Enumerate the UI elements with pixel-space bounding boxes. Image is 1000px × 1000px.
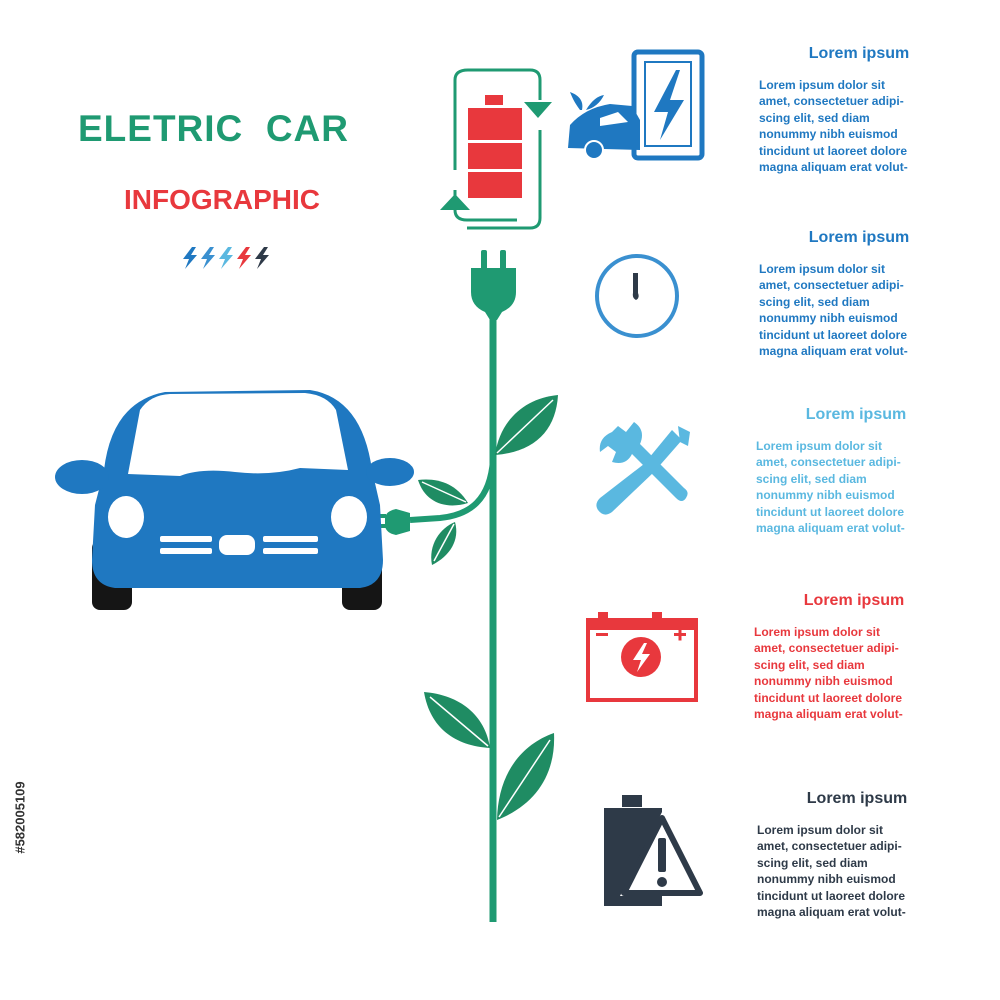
leaf-bottom-left (424, 692, 490, 748)
block-line: scing elit, sed diam (759, 294, 870, 309)
text-block-1: Lorem ipsum Lorem ipsum dolor sit amet, … (759, 45, 959, 175)
plant-stem (409, 315, 497, 922)
block-line: Lorem ipsum dolor sit (759, 262, 886, 276)
block-line: magna aliquam erat volut- (754, 707, 903, 722)
block-line: magna aliquam erat volut- (756, 521, 905, 536)
block-line: Lorem ipsum dolor sit (757, 823, 884, 837)
block-heading: Lorem ipsum (806, 790, 908, 807)
speedometer-icon (595, 254, 679, 338)
block-heading: Lorem ipsum (803, 592, 905, 609)
block-line: tincidunt ut laoreet dolore (759, 143, 908, 158)
car-icon (55, 390, 414, 610)
text-block-4: Lorem ipsum Lorem ipsum dolor sit amet, … (754, 592, 954, 722)
block-line: scing elit, sed diam (754, 657, 865, 672)
block-line: magna aliquam erat volut- (759, 160, 908, 175)
block-line: Lorem ipsum dolor sit (759, 78, 886, 92)
block-line: scing elit, sed diam (756, 471, 867, 486)
watermark-text: #582005109 (12, 781, 28, 854)
block-heading: Lorem ipsum (805, 406, 907, 423)
leaf-mid-left-upper (418, 479, 468, 506)
block-line: magna aliquam erat volut- (759, 344, 908, 359)
battery-warning-icon (604, 795, 704, 906)
block-line: nonummy nibh euismod (754, 674, 893, 689)
car-battery-icon (586, 612, 698, 702)
watermark-id: #582005109 (8, 762, 34, 882)
block-line: nonummy nibh euismod (757, 872, 896, 887)
leaf-bottom-right (497, 733, 555, 820)
text-block-2: Lorem ipsum Lorem ipsum dolor sit amet, … (759, 229, 959, 359)
block-line: amet, consectetuer adipi- (756, 455, 901, 470)
block-line: scing elit, sed diam (757, 855, 868, 870)
plug-icon (471, 250, 516, 320)
leaf-top-right (495, 395, 558, 455)
block-line: tincidunt ut laoreet dolore (754, 690, 903, 705)
text-block-5: Lorem ipsum Lorem ipsum dolor sit amet, … (757, 790, 957, 920)
block-line: Lorem ipsum dolor sit (756, 439, 883, 453)
leaves (418, 395, 558, 820)
charging-battery-icon (440, 68, 552, 230)
text-block-3: Lorem ipsum Lorem ipsum dolor sit amet, … (756, 406, 956, 536)
block-line: tincidunt ut laoreet dolore (757, 888, 906, 903)
lightning-bolt-icon (255, 247, 269, 269)
block-line: amet, consectetuer adipi- (759, 94, 904, 109)
eco-car-phone-icon (568, 49, 705, 161)
block-line: tincidunt ut laoreet dolore (759, 327, 908, 342)
block-line: amet, consectetuer adipi- (754, 641, 899, 656)
block-line: amet, consectetuer adipi- (759, 278, 904, 293)
lightning-bolt-icon (219, 247, 233, 269)
lightning-bolt-icon (201, 247, 215, 269)
block-line: nonummy nibh euismod (759, 127, 898, 142)
lightning-bolt-icon (183, 247, 197, 269)
block-heading: Lorem ipsum (808, 45, 910, 62)
block-heading: Lorem ipsum (808, 229, 910, 246)
block-line: amet, consectetuer adipi- (757, 839, 902, 854)
block-line: Lorem ipsum dolor sit (754, 625, 881, 639)
block-line: magna aliquam erat volut- (757, 905, 906, 920)
page-title: ELETRIC CAR (78, 108, 349, 149)
block-line: scing elit, sed diam (759, 110, 870, 125)
lightning-bolt-icon (237, 247, 251, 269)
leaf-mid-left-lower (431, 522, 457, 565)
page-subtitle: INFOGRAPHIC (124, 184, 320, 215)
block-line: nonummy nibh euismod (756, 488, 895, 503)
tools-icon (596, 422, 690, 515)
block-line: tincidunt ut laoreet dolore (756, 504, 905, 519)
block-line: nonummy nibh euismod (759, 311, 898, 326)
